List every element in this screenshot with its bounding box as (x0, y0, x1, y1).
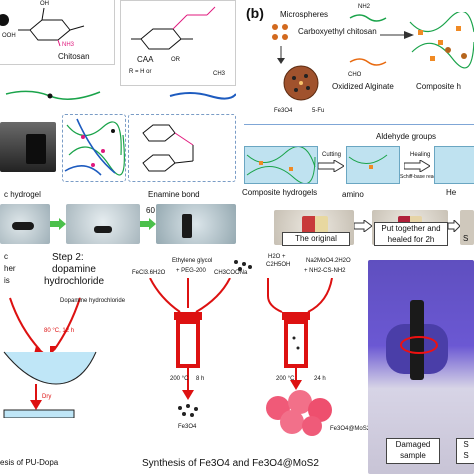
thiourea-label: + NH2-CS-NH2 (304, 268, 346, 274)
step1-line1: c (4, 252, 8, 261)
dry-label: Dry (42, 394, 52, 400)
time2-label: 24 h (314, 376, 326, 382)
temp1-label: 200 °C (170, 376, 189, 382)
fecl3-label: FeCl3.6H2O (132, 270, 166, 276)
alginate-strand-icon (349, 58, 387, 66)
composite-label: Composite h (416, 82, 461, 91)
step2-line1: Step 2: (52, 252, 84, 263)
mos2-autoclave (266, 278, 333, 436)
microspheres-icon (272, 24, 288, 40)
third-photo: S (460, 210, 474, 245)
product2-label: Fe3O4@MoS2 (330, 426, 371, 432)
nh2-label: NH2 (358, 4, 371, 10)
green-arrow-2 (140, 218, 156, 230)
composite-network-drawing (409, 12, 474, 69)
temp2-label: 200 °C (276, 376, 295, 382)
caa-structure: CAA R = H or OR CH3 (120, 0, 236, 86)
fu-label: 5-Fu (312, 108, 325, 114)
damaged-caption: Damaged sample (386, 438, 440, 464)
dopamine-arrow-label: Dopamine hydrochloride (60, 298, 126, 304)
panel-d: FeCl3.6H2O Ethylene glycol + PEG-200 CH3… (130, 248, 370, 474)
hydrogel-photo (0, 122, 56, 172)
s-caption: S S (456, 438, 474, 464)
enamine-label: Enamine bond (148, 190, 200, 199)
step1-line2: her (4, 264, 16, 273)
microspheres-label: Microspheres (280, 10, 329, 19)
plus-arrow-icon (277, 46, 285, 64)
enamine-zoom-box (128, 114, 236, 182)
put-together-caption: Put together and healed for 2h (374, 222, 448, 246)
ethylene-glycol-label: Ethylene glycol (172, 258, 213, 264)
healing-photo-2 (66, 204, 140, 244)
or-label: OR (171, 57, 180, 63)
chitosan-label: Chitosan (58, 52, 90, 61)
chitosan-strand-icon (349, 14, 387, 22)
synthesis-title: Synthesis of Fe3O4 and Fe3O4@MoS2 (142, 458, 319, 469)
strand-legend (5, 90, 236, 100)
enamine-drawing (142, 124, 194, 172)
ooh-label: OOH (2, 33, 16, 39)
caa-formula-label: R = H or (129, 69, 152, 75)
fe3o4-label: Fe3O4 (274, 108, 293, 114)
caa-label: CAA (137, 55, 154, 64)
cho-label: CHO (348, 72, 362, 78)
temp-label-c: 80 °C, 12 h (44, 328, 75, 334)
step2-line3: hydrochloride (44, 276, 105, 287)
time1-label: 8 h (196, 376, 205, 382)
healing-photo-3 (156, 204, 236, 244)
h2o-label: H2O + (268, 254, 286, 260)
aldehyde-groups-label: Aldehyde groups (376, 132, 437, 141)
panel-e: Damaged sample S S (368, 252, 474, 474)
green-arrow-1 (50, 218, 66, 230)
caa-molecule-drawing (131, 6, 216, 50)
cutting-label: Cutting (322, 152, 342, 158)
peg-label: + PEG-200 (176, 268, 206, 274)
carboxyethyl-label: Carboxyethyl chitosan (298, 27, 377, 36)
ch3coona-label: CH3COONa (214, 270, 248, 276)
nh3-label: NH3 (62, 42, 75, 48)
original-caption: The original (282, 232, 350, 246)
pu-dopa-scheme (3, 297, 97, 418)
panel-b-letter: (b) (246, 5, 264, 21)
composite-block-2 (346, 146, 400, 184)
cutting-arrow (318, 160, 344, 172)
product1-label: Fe3O4 (178, 424, 197, 430)
network-drawing (64, 118, 125, 176)
healing-photo-1 (0, 204, 50, 244)
fe3o4-autoclave (149, 278, 231, 417)
s-label: S (463, 234, 469, 243)
healing-label: Healing (410, 152, 431, 158)
ch3-label: CH3 (213, 71, 226, 77)
composite-block-3 (434, 146, 474, 184)
oh-label: OH (40, 1, 49, 7)
panel-a: OH OOH NH3 Chitosan CAA R = H or OR CH3 (0, 0, 236, 245)
schiff-base-label: Schiff-base reaction (400, 174, 445, 180)
synthesis-pu-label: esis of PU-Dopa (0, 458, 59, 467)
composite-block-1 (244, 146, 318, 185)
divider-b (244, 124, 474, 125)
step1-line3: is (4, 276, 10, 285)
c2h5oh-label: C2H5OH (266, 262, 291, 268)
composite-hydrogels-label: Composite hydrogels (242, 188, 318, 197)
oxidized-alginate-label: Oxidized Alginate (332, 82, 394, 91)
panel-c: c her is Step 2: dopamine hydrochloride … (0, 248, 130, 474)
chitosan-structure: OH OOH NH3 Chitosan (0, 0, 115, 65)
fe3o4-sphere-icon (283, 65, 319, 101)
amino-label: amino (342, 190, 364, 199)
he-label: He (446, 188, 457, 197)
step2-line2: dopamine (52, 264, 96, 275)
chitosan-molecule-drawing (0, 7, 85, 47)
panel-b: (b) Microspheres NH2 Carboxyethyl chitos… (238, 0, 474, 246)
na2moo4-label: Na2MoO4.2H2O (306, 258, 351, 264)
photo-arrow-1 (354, 220, 372, 232)
arrow-to-composite (380, 31, 414, 39)
healing-arrow (404, 160, 430, 172)
black-dots-icon (234, 260, 252, 271)
network-zoom-box (62, 114, 126, 182)
hydrogel-label: c hydrogel (4, 190, 41, 199)
photo-arrow-2 (448, 220, 460, 232)
